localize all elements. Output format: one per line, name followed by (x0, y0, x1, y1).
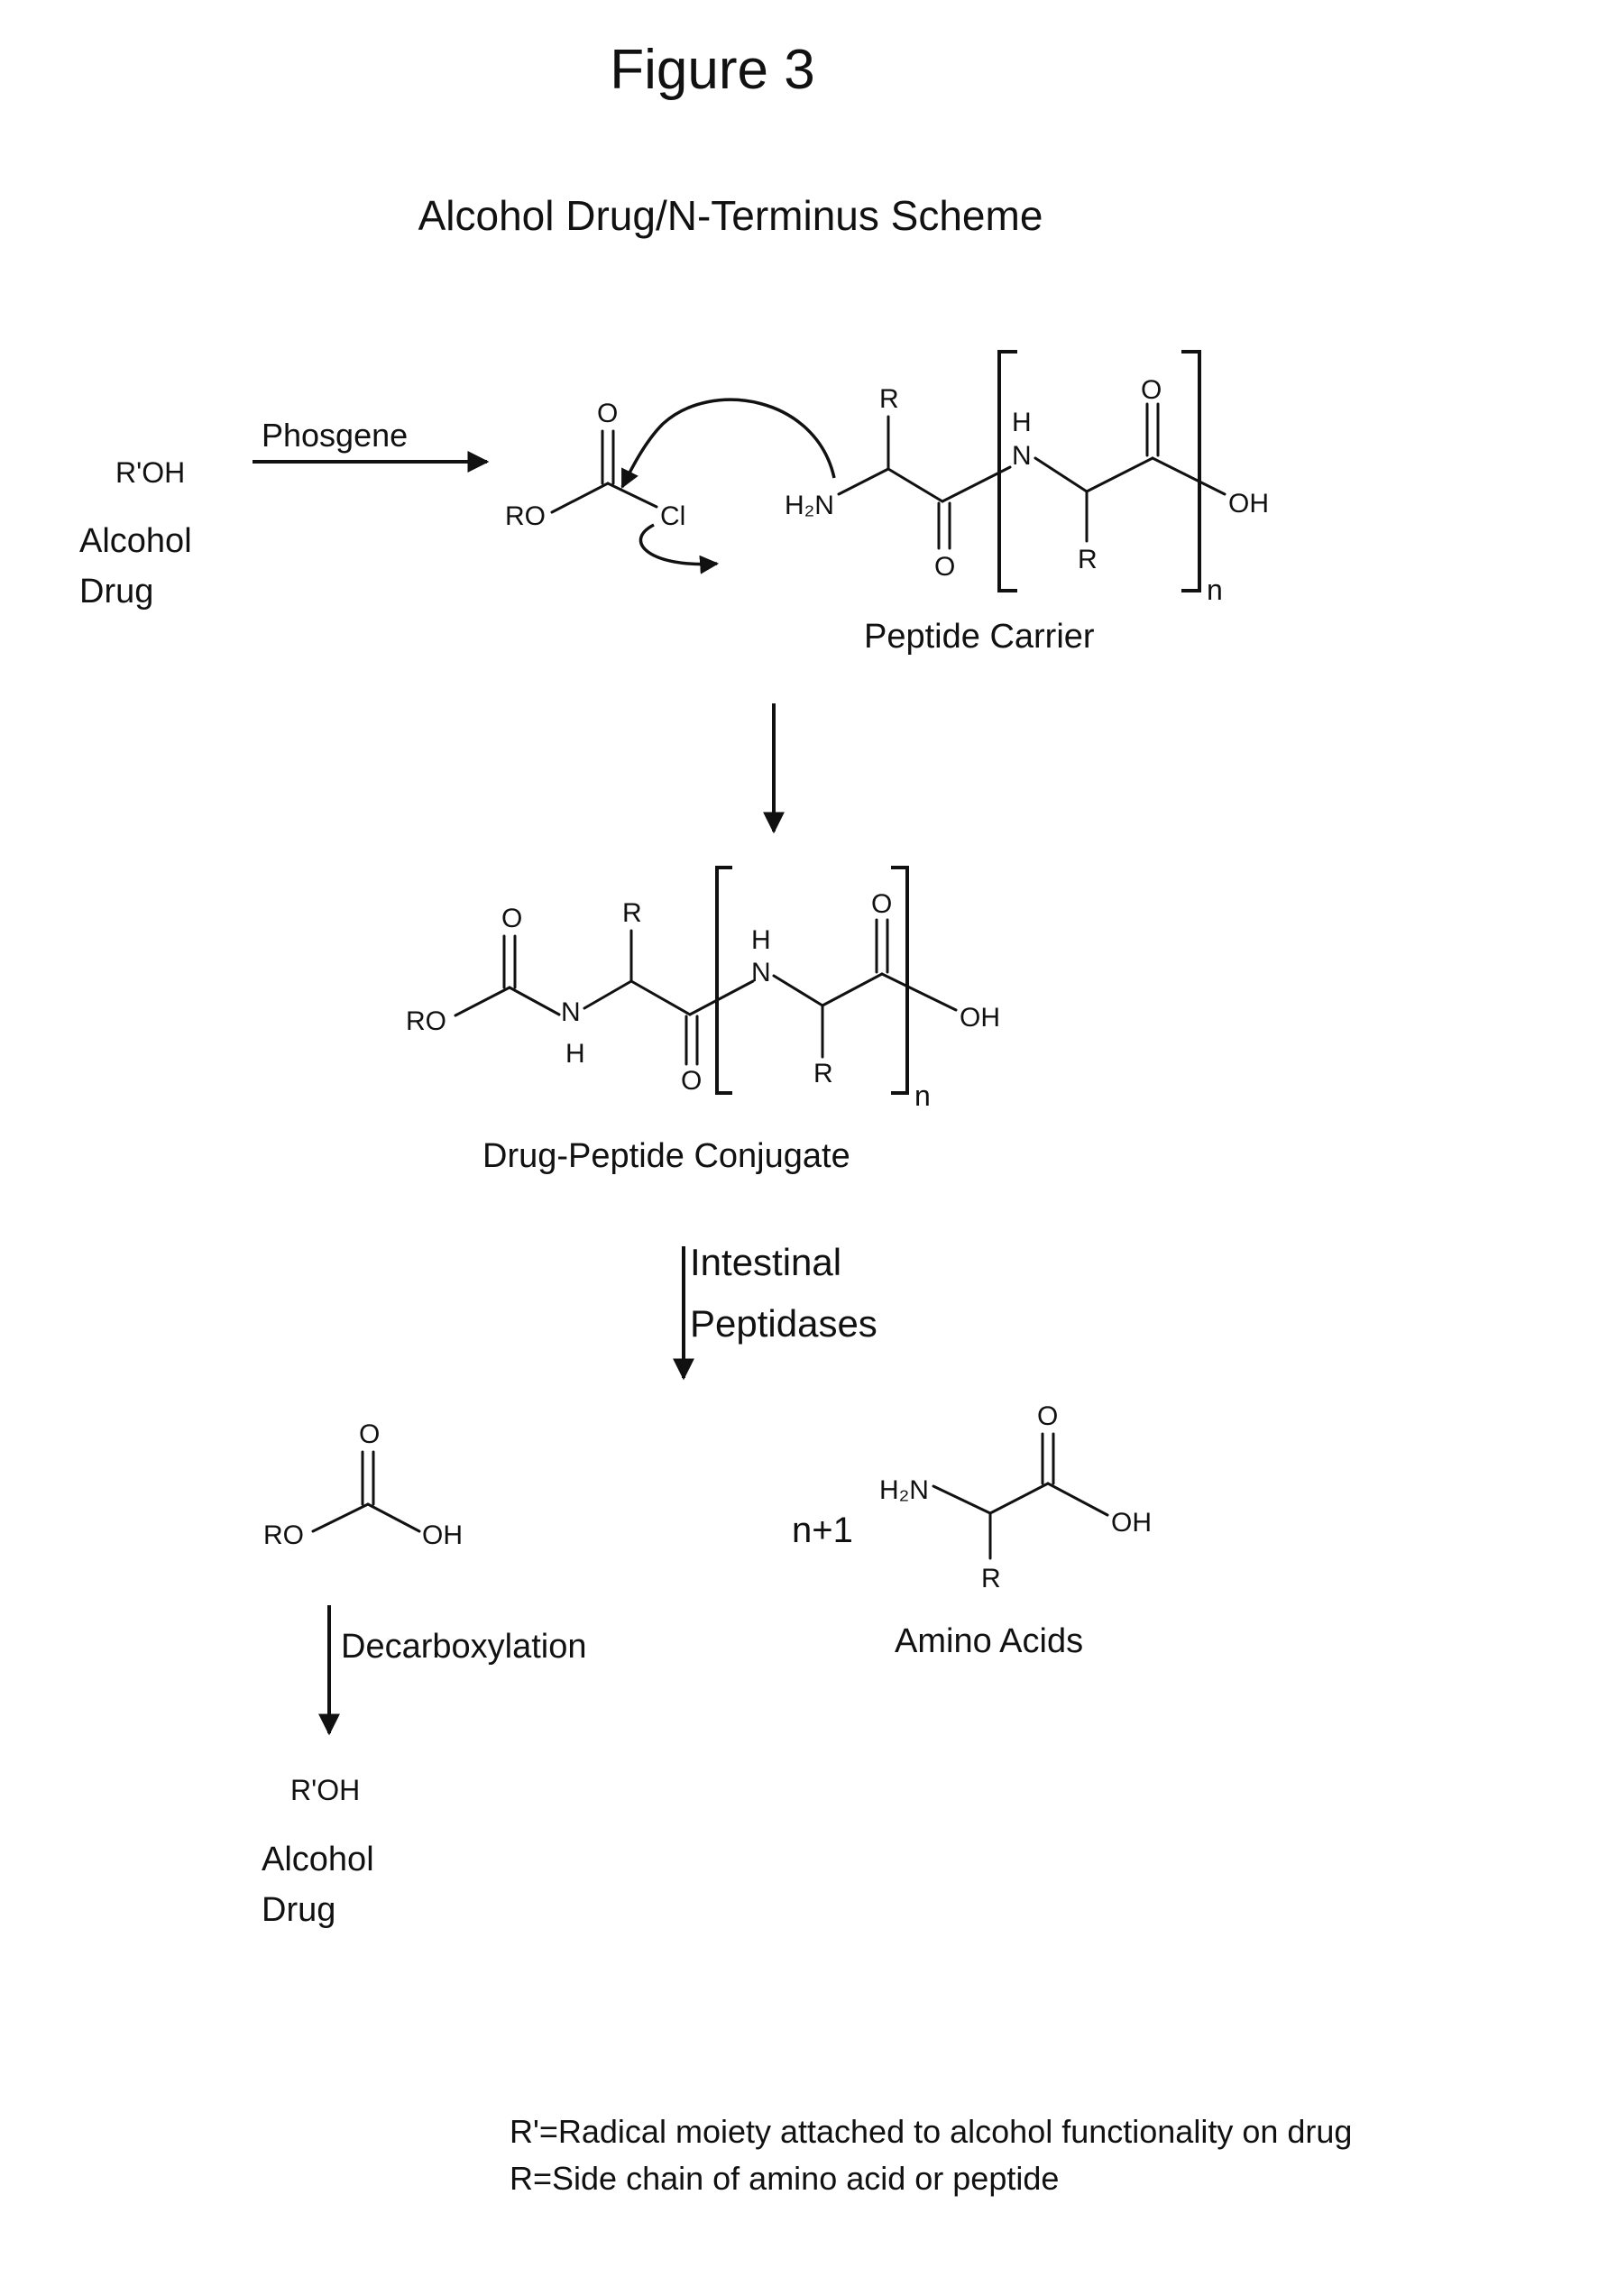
chloroformate-o: O (597, 399, 618, 428)
conjugate-acid-o: O (871, 889, 892, 919)
amino-oh: OH (1111, 1508, 1152, 1538)
peptide-carrier-label: Peptide Carrier (864, 618, 1095, 656)
carrier-carbonyl-o: O (934, 552, 955, 582)
legend-line1: R'=Radical moiety attached to alcohol fu… (510, 2113, 1352, 2150)
starting-alcohol-drug: R'OH Alcohol Drug (79, 456, 192, 611)
conjugate-repeat-n: n (914, 1079, 931, 1112)
carbonic-ester-structure: O RO OH (263, 1419, 463, 1550)
conjugate-n1: N (561, 997, 581, 1027)
drug-peptide-conjugate-label: Drug-Peptide Conjugate (482, 1137, 850, 1175)
legend: R'=Radical moiety attached to alcohol fu… (510, 2113, 1352, 2197)
chloroformate-ro: RO (505, 501, 546, 531)
carrier-acid-o: O (1141, 375, 1162, 405)
carrier-r-bottom: R (1078, 545, 1098, 574)
peptide-carrier-structure: R H₂N O H N R O OH n Peptide Carrier (785, 352, 1269, 656)
conjugate-amide-o: O (681, 1066, 702, 1096)
amino-r: R (981, 1564, 1001, 1593)
scheme-title: Alcohol Drug/N-Terminus Scheme (418, 192, 1043, 239)
conjugate-bracket-left (717, 868, 732, 1093)
legend-line2: R=Side chain of amino acid or peptide (510, 2160, 1059, 2197)
amino-h2n: H₂N (879, 1475, 929, 1505)
decarboxylation-step: Decarboxylation (329, 1605, 586, 1733)
amino-acids-label: Amino Acids (895, 1622, 1083, 1660)
peptidase-step: Intestinal Peptidases (684, 1241, 877, 1378)
released-alcohol-drug: R'OH Alcohol Drug (262, 1774, 374, 1929)
carbonic-ro: RO (263, 1520, 304, 1550)
chloroformate-cl: Cl (660, 501, 685, 531)
product-label-line1: Alcohol (262, 1841, 374, 1878)
cleavage-line1: Intestinal (690, 1241, 841, 1283)
amino-acids-structure: n+1 H₂N R O OH Amino Acids (792, 1401, 1152, 1660)
carrier-r-top: R (879, 384, 899, 414)
product-label-line2: Drug (262, 1891, 335, 1929)
figure-title: Figure 3 (610, 39, 814, 101)
starting-label-line1: Alcohol (79, 522, 192, 560)
conjugate-oh: OH (960, 1003, 1000, 1033)
carbonic-o: O (359, 1419, 380, 1449)
cleavage-line2: Peptidases (690, 1302, 877, 1345)
amino-coefficient: n+1 (792, 1511, 853, 1550)
phosgene-step: Phosgene (253, 417, 487, 462)
phosgene-label: Phosgene (262, 417, 408, 454)
nucleophilic-attack-arrow (622, 400, 834, 487)
conjugate-h1: H (565, 1039, 585, 1069)
conjugate-ro: RO (406, 1006, 446, 1036)
product-formula: R'OH (290, 1774, 360, 1806)
conjugate-n2: N (751, 958, 771, 987)
carrier-repeat-n: n (1207, 574, 1223, 606)
carrier-bracket-right (1181, 352, 1199, 591)
carrier-h: H (1012, 408, 1032, 437)
carrier-h2n: H₂N (785, 491, 834, 520)
conjugate-carbamate-o: O (501, 904, 522, 933)
drug-peptide-conjugate-structure: O RO N H R O H N R O OH n Drug-Peptide C… (406, 868, 1000, 1175)
starting-formula: R'OH (115, 456, 185, 489)
starting-label-line2: Drug (79, 573, 153, 611)
carrier-oh: OH (1228, 489, 1269, 519)
carrier-n: N (1012, 441, 1032, 471)
amino-o: O (1037, 1401, 1058, 1431)
decarboxylation-label: Decarboxylation (341, 1628, 586, 1666)
chloroformate-structure: O RO Cl (505, 399, 834, 565)
conjugate-r-top: R (622, 898, 642, 928)
conjugate-h2: H (751, 925, 771, 955)
conjugate-r-bottom: R (813, 1059, 833, 1088)
carbonic-oh: OH (422, 1520, 463, 1550)
